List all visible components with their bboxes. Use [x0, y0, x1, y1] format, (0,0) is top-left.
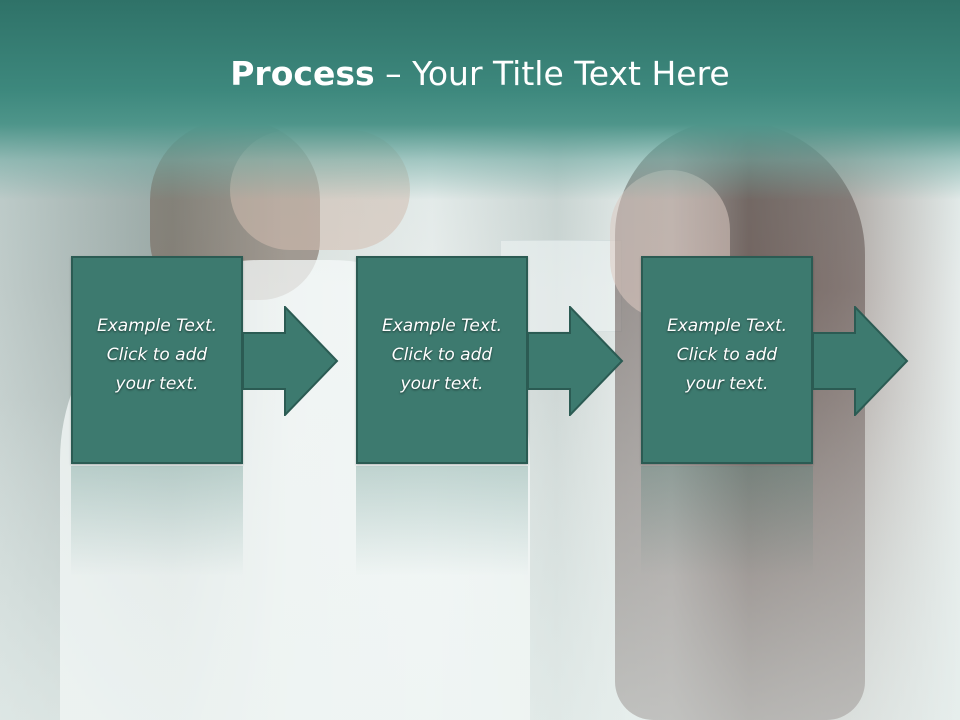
step-3-box[interactable]: Example Text. Click to add your text. — [641, 256, 813, 464]
right-arrow-icon — [528, 306, 624, 416]
step-1-reflection — [71, 466, 243, 576]
step-1-text[interactable]: Example Text. Click to add your text. — [96, 316, 218, 394]
step-2-text[interactable]: Example Text. Click to add your text. — [381, 316, 503, 394]
step-2-box[interactable]: Example Text. Click to add your text. — [356, 256, 528, 464]
right-arrow-icon — [813, 306, 909, 416]
title-bold-part: Process — [230, 54, 375, 93]
title-rest-part: – Your Title Text Here — [374, 54, 730, 93]
title-band — [0, 0, 960, 200]
step-3-reflection — [641, 466, 813, 576]
slide-title[interactable]: Process – Your Title Text Here — [0, 52, 960, 96]
step-2-reflection — [356, 466, 528, 576]
step-3-text[interactable]: Example Text. Click to add your text. — [666, 316, 788, 394]
right-arrow-icon — [243, 306, 339, 416]
step-1-box[interactable]: Example Text. Click to add your text. — [71, 256, 243, 464]
